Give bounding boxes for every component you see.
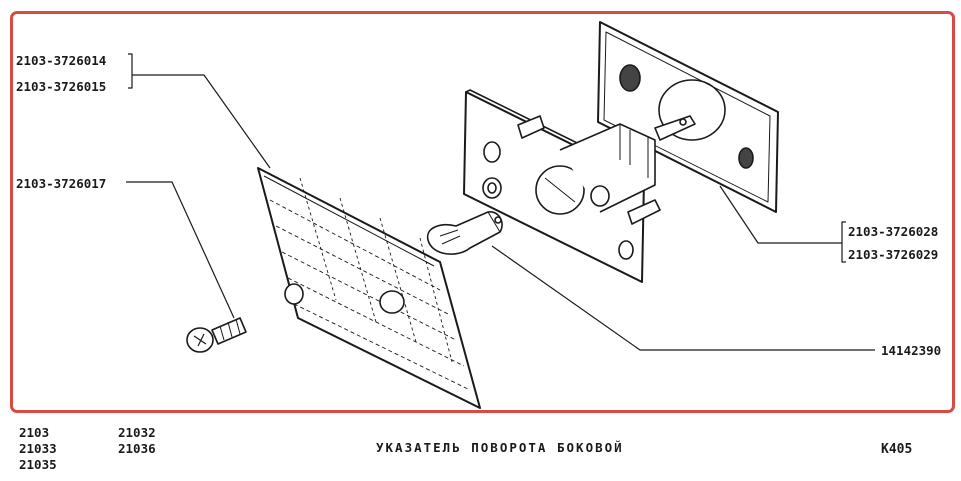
model-list-left: 2103 21033 21035	[19, 425, 57, 473]
model-code: 21035	[19, 457, 57, 472]
model-list-right: 21032 21036	[118, 425, 156, 457]
label-bulb: 14142390	[881, 343, 941, 358]
label-lens-b: 2103-3726015	[16, 79, 106, 94]
diagram-caption: УКАЗАТЕЛЬ ПОВОРОТА БОКОВОЙ	[376, 440, 624, 455]
lamp-housing	[463, 89, 696, 283]
bulb	[426, 211, 503, 255]
sheet-code: К405	[881, 442, 913, 457]
model-code: 2103	[19, 425, 50, 440]
label-housing-a: 2103-3726028	[848, 224, 938, 239]
label-screw: 2103-3726017	[16, 176, 106, 191]
lens	[257, 167, 481, 409]
label-lens-a: 2103-3726014	[16, 53, 106, 68]
model-code: 21033	[19, 441, 57, 456]
model-code: 21036	[118, 441, 156, 456]
label-housing-b: 2103-3726029	[848, 247, 938, 262]
model-code: 21032	[118, 425, 156, 440]
screw	[186, 317, 247, 353]
leader-lines	[126, 53, 875, 351]
diagram-frame	[10, 11, 955, 413]
